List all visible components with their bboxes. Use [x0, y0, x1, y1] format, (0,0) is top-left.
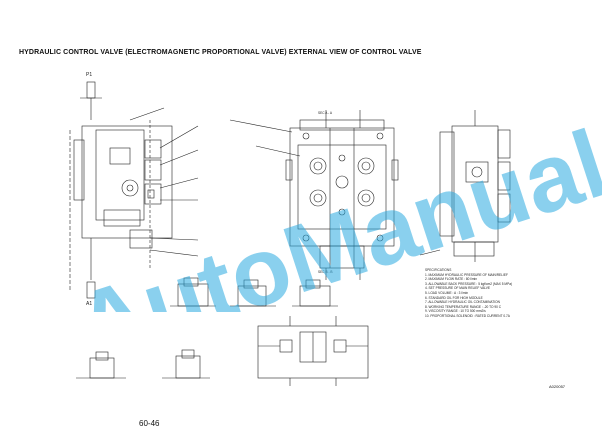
- front-view-center: [229, 110, 399, 280]
- spec-line: SPECIFICATIONS: [425, 268, 452, 272]
- side-view-right: [419, 110, 511, 262]
- detail-views: [76, 277, 338, 379]
- specifications-block: SPECIFICATIONS 1. MAXIMUM HYDRAULIC PRES…: [425, 268, 575, 319]
- figure-code: A020057: [549, 384, 566, 389]
- spec-line: 2. MAXIMUM FLOW RATE : 80 l/min: [425, 277, 478, 282]
- spec-line: 5. LOAD VOLUME : A : 3 l/min: [425, 290, 469, 295]
- port-label-a1: A1: [86, 301, 93, 307]
- section-label-top: SEC A - A: [318, 111, 332, 115]
- spec-line: 9. VISCOSITY RANGE : 10 TO 500 mm2/s: [425, 309, 486, 314]
- spec-line: 1. MAXIMUM HYDRAULIC PRESSURE OF MAIN/RE…: [425, 272, 508, 277]
- spec-line: 8. WORKING TEMPERATURE RANGE : -20 TO 90…: [425, 304, 502, 309]
- side-view-left: [69, 81, 199, 299]
- page-number: 60-46: [139, 419, 160, 428]
- section-label-bottom: SEC B - B: [318, 270, 333, 274]
- spec-line: 6. STANDARD OIL FOR HIGH MODULE: [425, 295, 483, 300]
- port-label-p1: P1: [86, 72, 93, 78]
- spec-line: 4. SET PRESSURE OF MAIN RELIEF VALVE: [425, 286, 491, 291]
- spec-line: 10. PROPORTIONAL SOLENOID : RATED CURREN…: [425, 313, 510, 318]
- spec-line: 7. ALLOWABLE HYDRAULIC OIL CONTAMINATION: [425, 300, 500, 305]
- page-title: HYDRAULIC CONTROL VALVE (ELECTROMAGNETIC…: [19, 49, 422, 56]
- spec-line: 3. ALLOWABLE BACK PRESSURE : 5 kgf/cm2 (…: [425, 281, 513, 286]
- hydraulic-circuit: [257, 316, 369, 386]
